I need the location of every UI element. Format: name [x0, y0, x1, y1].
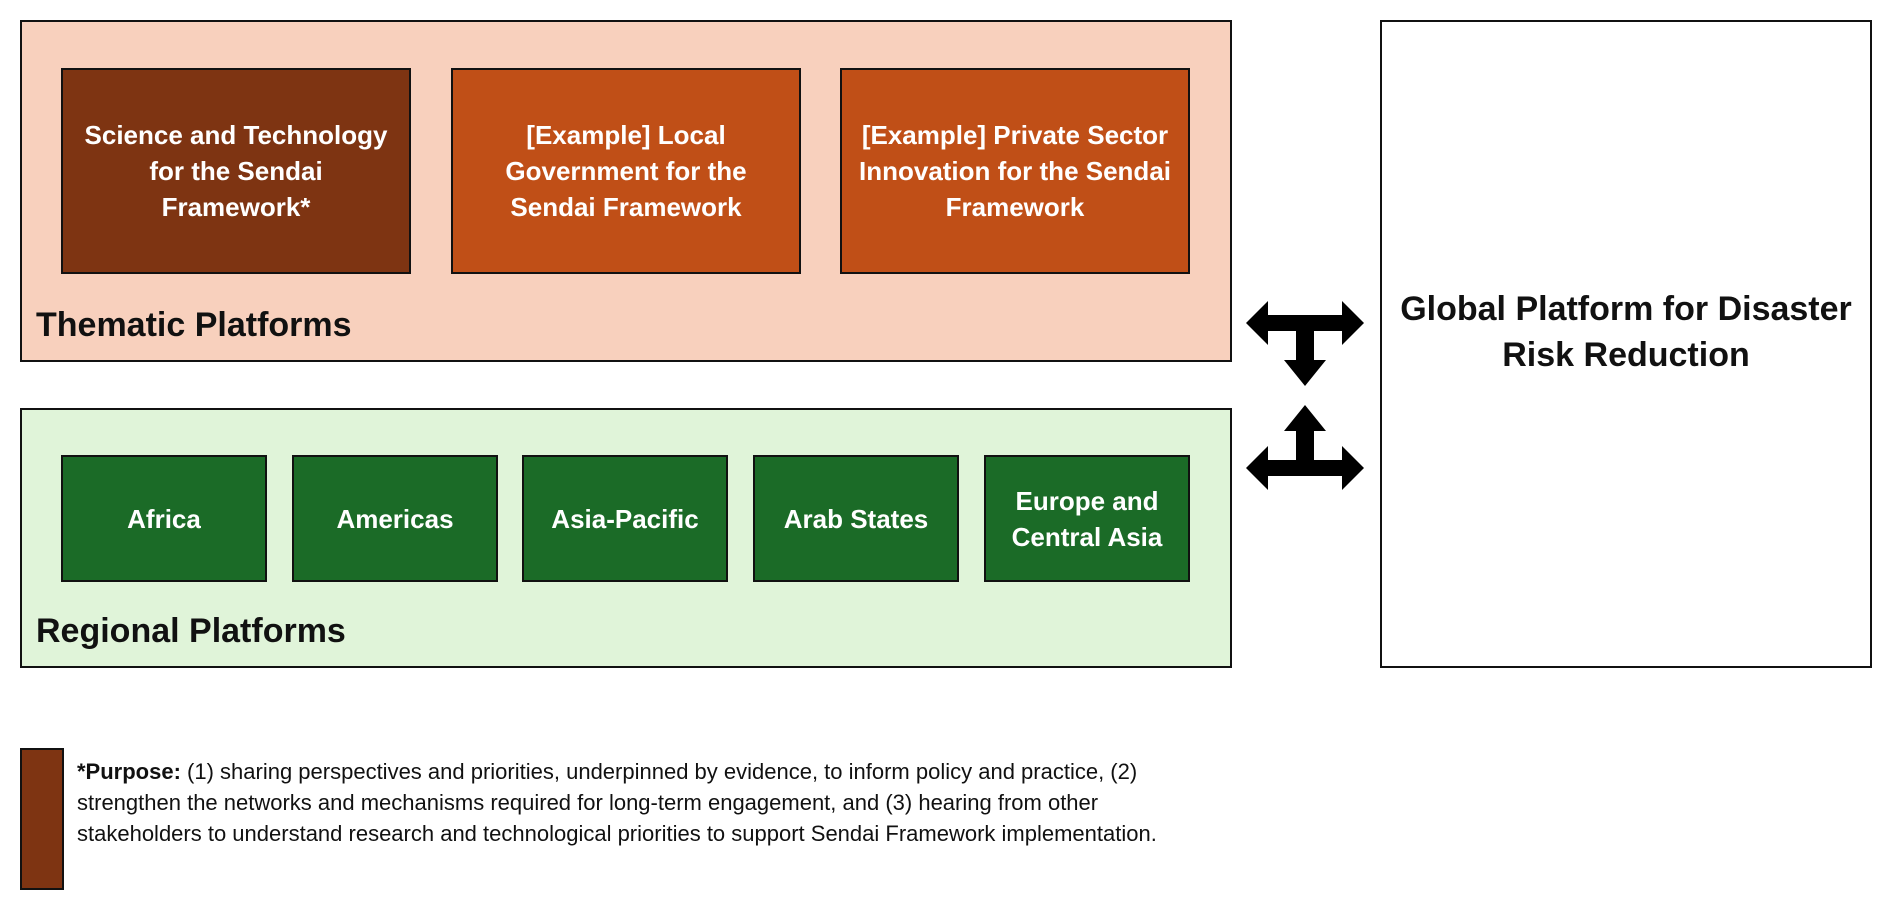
legend-swatch: [20, 748, 64, 890]
regional-box-label: Europe and Central Asia: [1011, 485, 1163, 552]
legend-purpose-description: (1) sharing perspectives and priorities,…: [77, 759, 1157, 846]
thematic-box-private-sector: [Example] Private Sector Innovation for …: [840, 68, 1190, 274]
regional-box-label: Africa: [127, 503, 201, 534]
legend-text: *Purpose: (1) sharing perspectives and p…: [77, 756, 1197, 849]
regional-box-label: Americas: [336, 503, 454, 534]
regional-box-americas: Americas: [292, 455, 498, 582]
thematic-box-label: Science and Technology for the Sendai Fr…: [84, 120, 388, 222]
global-platform-box: Global Platform for Disaster Risk Reduct…: [1380, 20, 1872, 668]
global-platform-title: Global Platform for Disaster Risk Reduct…: [1400, 290, 1852, 374]
thematic-platforms-label: Thematic Platforms: [36, 306, 352, 344]
thematic-box-label: [Example] Private Sector Innovation for …: [858, 120, 1171, 222]
regional-platforms-label: Regional Platforms: [36, 612, 346, 650]
legend-purpose-label: *Purpose:: [77, 759, 181, 784]
regional-box-africa: Africa: [61, 455, 267, 582]
regional-box-label: Arab States: [783, 503, 929, 534]
thematic-box-science-technology: Science and Technology for the Sendai Fr…: [61, 68, 411, 274]
three-way-arrow-down-icon: [1246, 301, 1364, 386]
regional-box-europe-central-asia: Europe and Central Asia: [984, 455, 1190, 582]
thematic-box-local-government: [Example] Local Government for the Senda…: [451, 68, 801, 274]
regional-box-asia-pacific: Asia-Pacific: [522, 455, 728, 582]
thematic-box-label: [Example] Local Government for the Senda…: [505, 120, 747, 222]
three-way-arrow-up-icon: [1246, 405, 1364, 490]
regional-box-arab-states: Arab States: [753, 455, 959, 582]
regional-box-label: Asia-Pacific: [551, 503, 699, 534]
